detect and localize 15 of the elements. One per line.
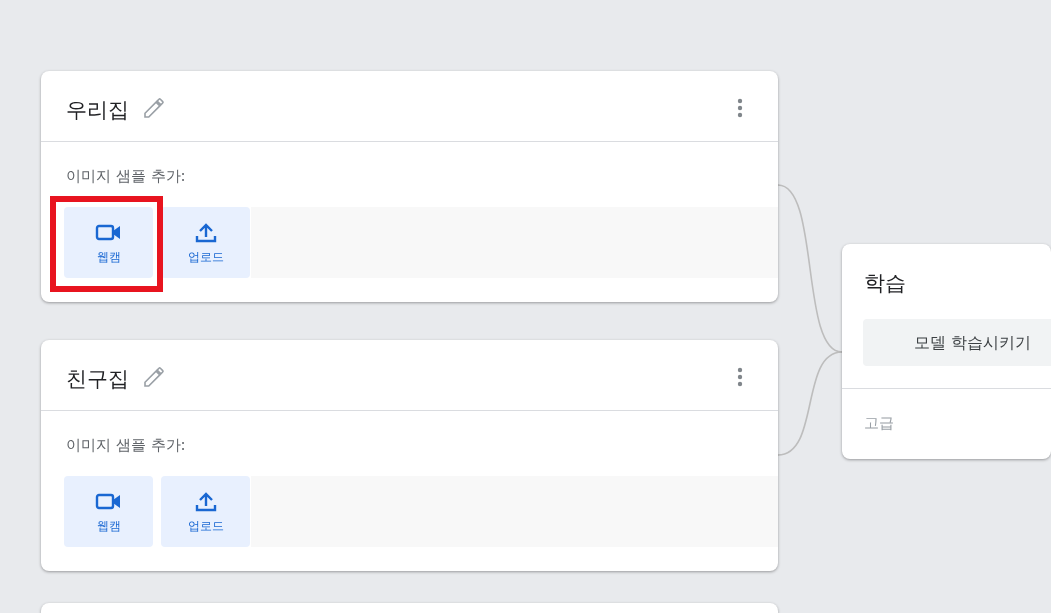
card-title: 학습 [864,270,906,297]
section-label: 이미지 샘플 추가: [66,167,186,186]
card-title: 친구집 [66,366,129,393]
connector-line [777,351,843,456]
class-card [41,340,778,571]
train-model-button: 모델 학습시키기 [863,319,1051,366]
upload-button: 업로드 [161,476,250,547]
webcam-button: 웹캠 [64,476,153,547]
webcam-button: 웹캠 [64,207,153,278]
advanced-label: 고급 [864,414,894,433]
section-label: 이미지 샘플 추가: [66,436,186,455]
training-card [842,244,1051,459]
card-title: 우리집 [66,97,129,124]
class-card [41,71,778,302]
upload-button: 업로드 [161,207,250,278]
